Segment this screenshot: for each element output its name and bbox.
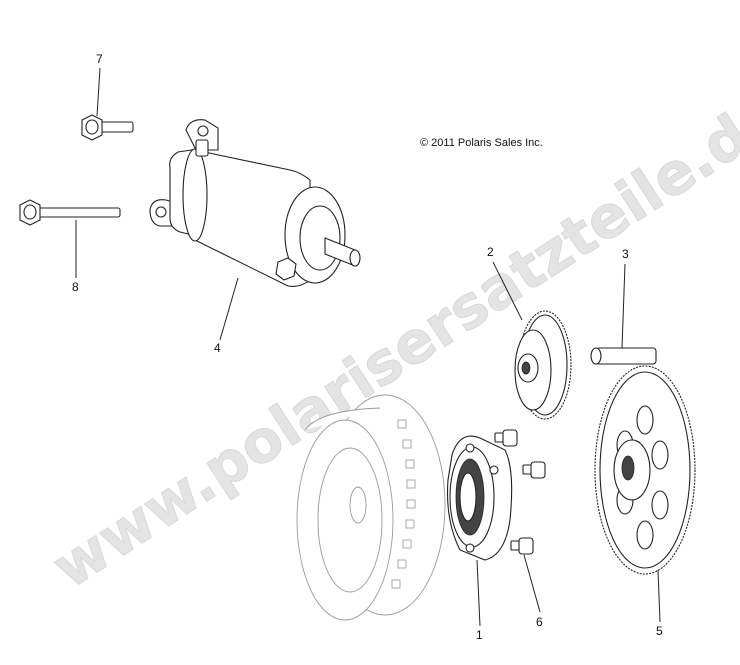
callout-5: 5 [656,624,663,638]
part-4-starter-motor [149,119,361,287]
callout-2: 2 [487,245,494,259]
callout-7: 7 [96,52,103,66]
part-5-starter-gear [594,365,696,575]
callout-3: 3 [622,247,629,261]
part-1-clutch-housing [447,435,513,561]
callout-1: 1 [476,628,483,642]
callout-6: 6 [536,615,543,629]
callout-8: 8 [72,280,79,294]
part-2-idler-gear [514,310,572,420]
part-8-long-bolt [19,199,121,226]
part-6-screws [494,429,546,555]
leader-lines [75,67,661,627]
part-7-flange-bolt [81,114,134,141]
copyright-text: © 2011 Polaris Sales Inc. [420,137,543,149]
callout-4: 4 [214,341,221,355]
flywheel [296,394,446,621]
part-3-shaft-pin [590,347,657,365]
